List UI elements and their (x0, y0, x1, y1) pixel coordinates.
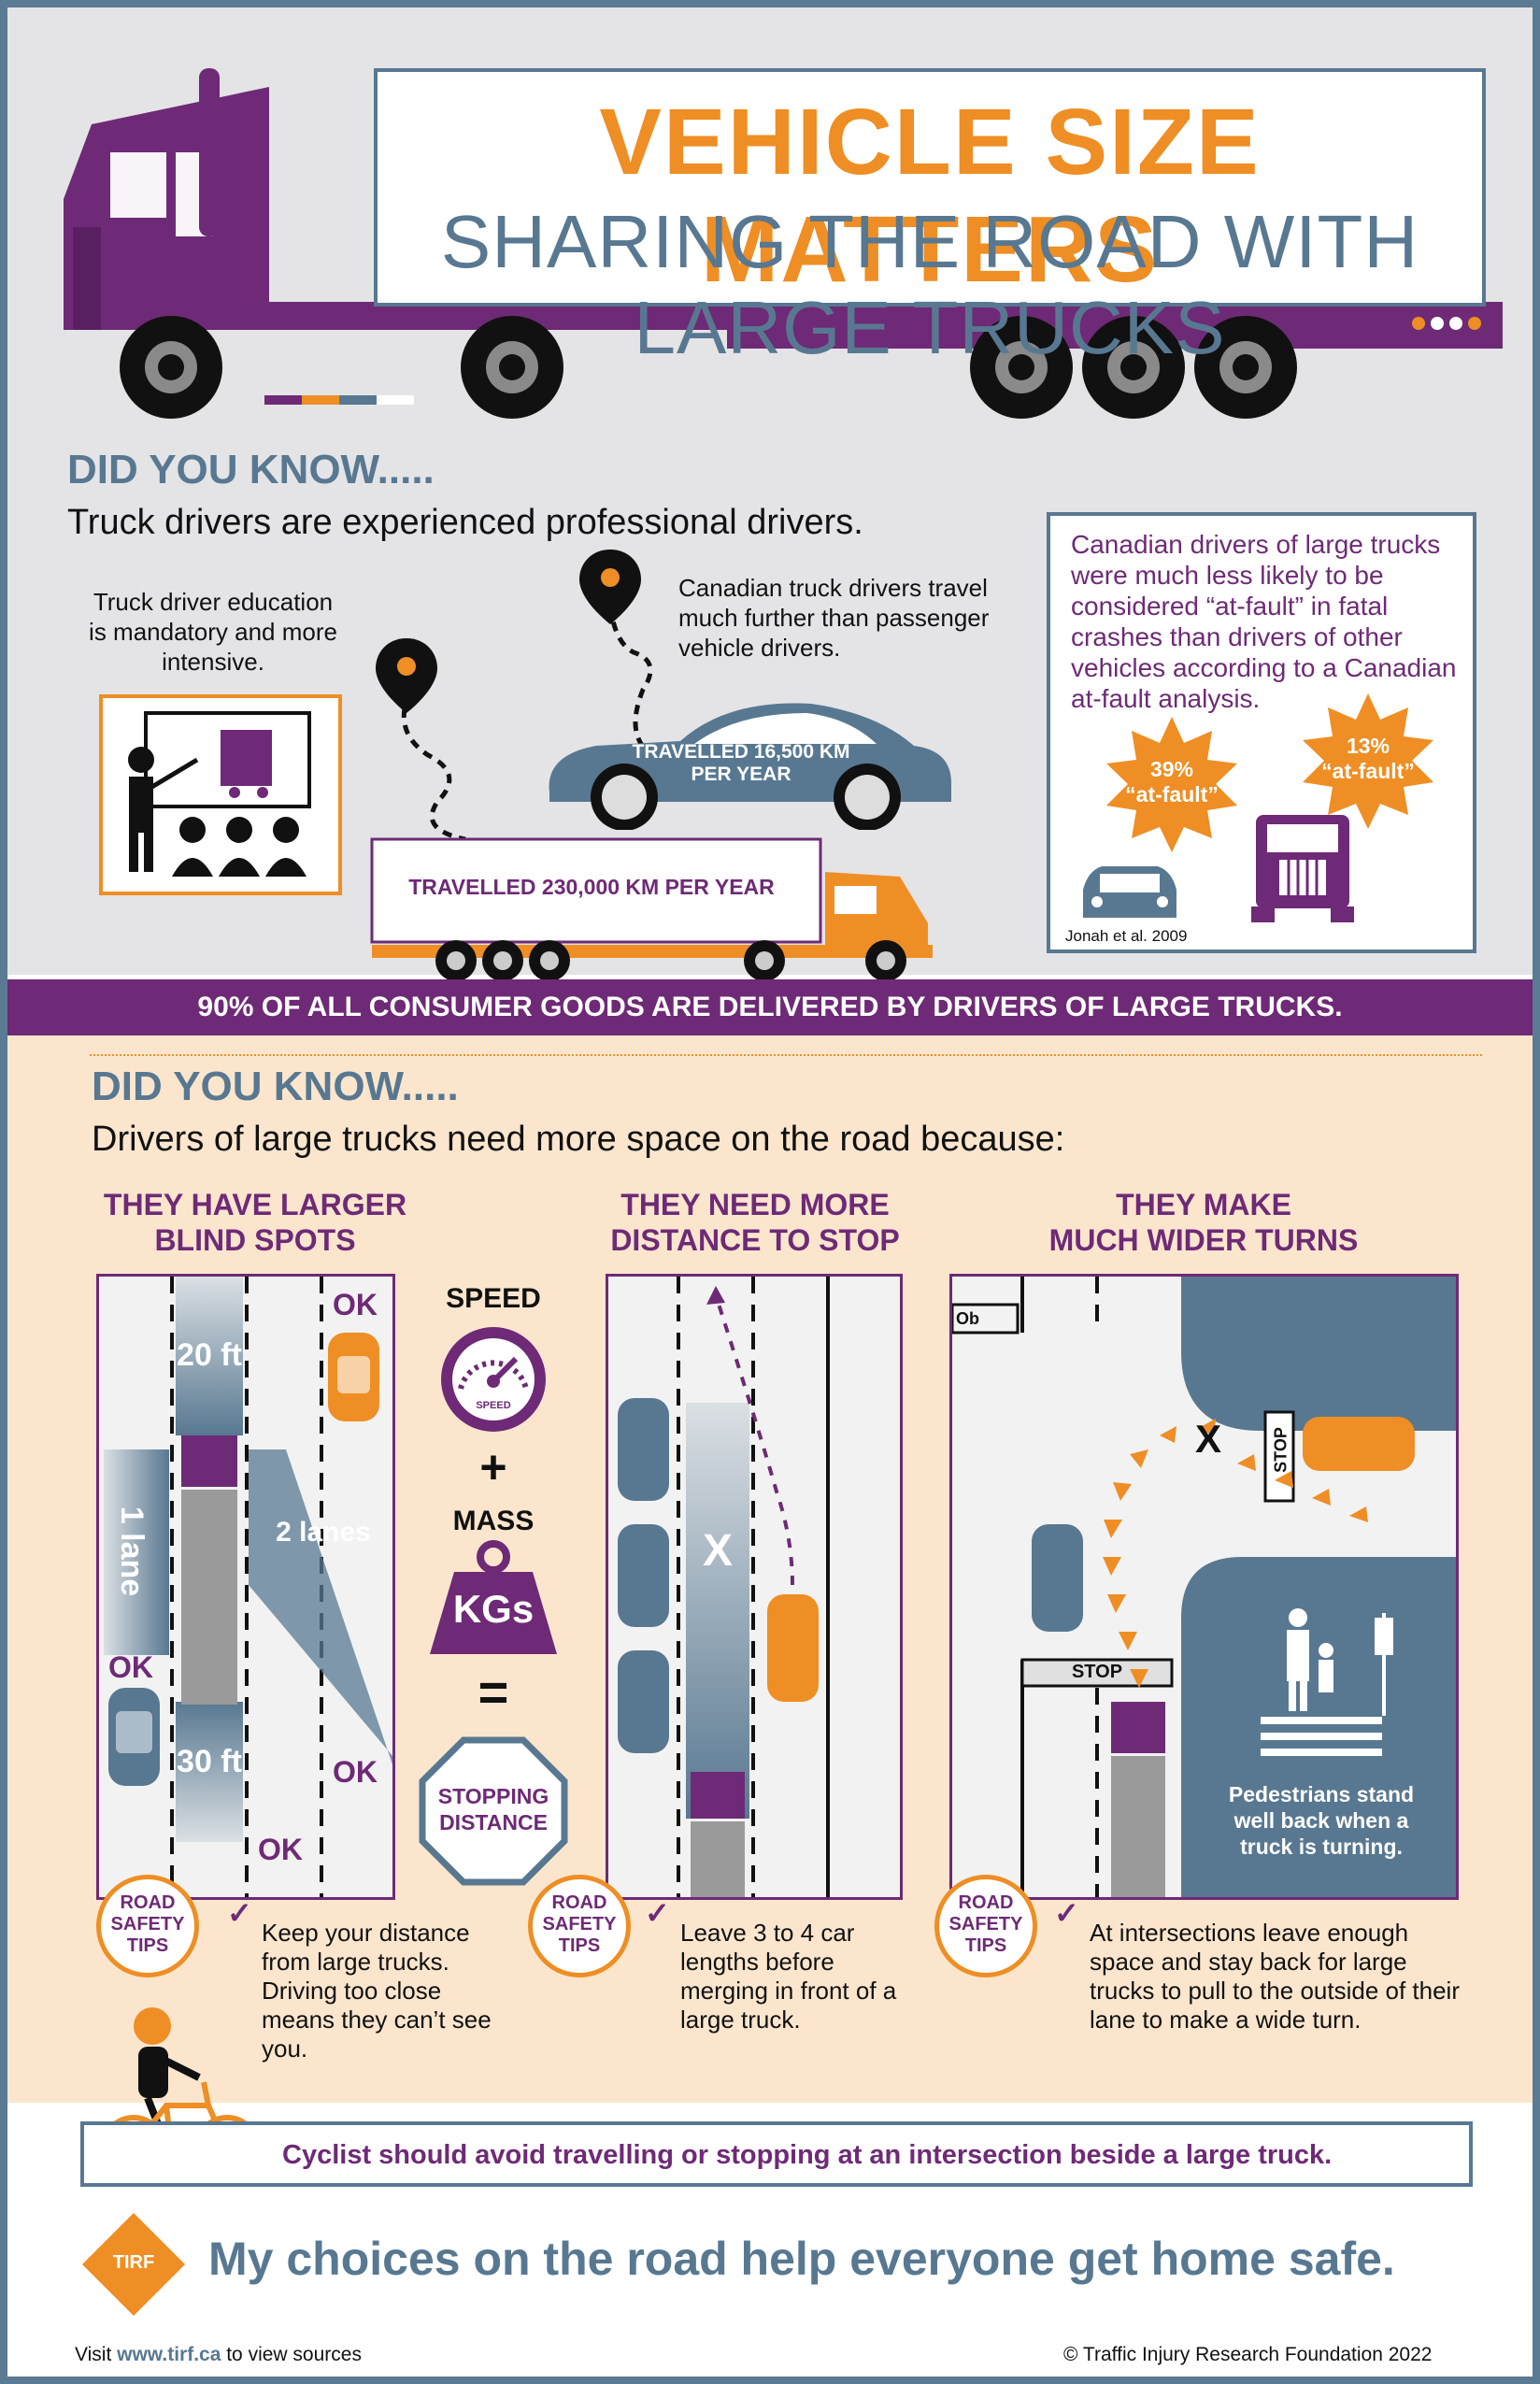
col3-title-line2: MUCH WIDER TURNS (1048, 1223, 1359, 1257)
stop-line-top: STOP (1271, 1427, 1290, 1473)
section2-divider (90, 1054, 1482, 1056)
col2-title: THEY NEED MORE DISTANCE TO STOP (578, 1187, 933, 1258)
section1-subheading: Truck drivers are experienced profession… (67, 503, 863, 542)
tips-line3: TIPS (126, 1935, 169, 1956)
truck-front-icon (1251, 815, 1354, 922)
orange-truck-illustration (370, 837, 933, 981)
check-icon: ✓ (227, 1896, 252, 1930)
equation-speed: SPEED (446, 1283, 541, 1314)
turn-x-mark: X (1195, 1417, 1222, 1461)
speedometer-icon (441, 1327, 546, 1432)
equation-equals: = (478, 1663, 509, 1721)
map-pin-icon (579, 550, 641, 624)
col3-title: THEY MAKE MUCH WIDER TURNS (1017, 1187, 1390, 1258)
fault-source: Jonah et al. 2009 (1065, 927, 1188, 945)
road-safety-tips-badge-1: ROAD SAFETY TIPS (96, 1875, 199, 1977)
tips-line3: TIPS (558, 1935, 601, 1956)
tips-line2: SAFETY (110, 1914, 185, 1934)
tip-wide-turns: At intersections leave enough space and … (1090, 1919, 1460, 2034)
tips-line2: SAFETY (542, 1914, 617, 1934)
stop-x-mark: X (702, 1526, 733, 1576)
col1-title-line2: BLIND SPOTS (154, 1223, 356, 1257)
page-subtitle: SHARING THE ROAD WITH LARGE TRUCKS (440, 200, 1419, 369)
section1-heading: DID YOU KNOW..... (67, 447, 435, 493)
equation-plus: + (479, 1441, 507, 1493)
visit-sources: Visit www.tirf.ca to view sources (75, 2344, 362, 2366)
gauge-label: SPEED (476, 1400, 511, 1411)
check-icon: ✓ (1054, 1896, 1079, 1930)
footer-slogan: My choices on the road help everyone get… (208, 2233, 1395, 2285)
kgs-label: KGs (452, 1587, 535, 1631)
rear-blind-spot: 30 ft (177, 1744, 242, 1779)
consumer-goods-banner: 90% OF ALL CONSUMER GOODS ARE DELIVERED … (7, 979, 1533, 1035)
road-safety-tips-badge-3: ROAD SAFETY TIPS (934, 1875, 1037, 1977)
car-front-icon (1083, 866, 1176, 918)
check-icon: ✓ (645, 1896, 670, 1930)
tirf-logo-text: TIRF (112, 2252, 155, 2273)
road-safety-tips-badge-2: ROAD SAFETY TIPS (528, 1875, 631, 1977)
classroom-icon (99, 694, 342, 895)
section2-subheading: Drivers of large trucks need more space … (92, 1120, 1065, 1159)
left-blind-spot: 1 lane (114, 1506, 150, 1597)
route-path-illustration (376, 550, 654, 842)
car-illustration (549, 703, 951, 830)
pedestrian-note: Pedestrians stand well back when a truck… (1228, 1782, 1415, 1859)
cyclist-note-box: Cyclist should avoid travelling or stopp… (80, 2121, 1473, 2187)
tips-line2: SAFETY (948, 1914, 1023, 1934)
visit-suffix: to view sources (221, 2344, 362, 2365)
page-title: VEHICLE SIZE MATTERS (599, 90, 1261, 302)
ok-label-1: OK (333, 1288, 378, 1321)
ok-label-2: OK (108, 1650, 153, 1684)
stopping-distance-label: STOPPING DISTANCE (419, 1783, 568, 1835)
blind-spot-diagram: OK OK OK OK 20 ft 30 ft 1 lane 2 lanes (96, 1274, 395, 1900)
visit-prefix: Visit (75, 2344, 118, 2365)
tips-line1: ROAD (551, 1892, 607, 1913)
tip-blind-spots: Keep your distance from large trucks. Dr… (262, 1919, 492, 2063)
car-fault-pct: 39% (1149, 757, 1194, 781)
at-fault-text: Canadian drivers of large trucks were mu… (1071, 530, 1457, 713)
truck-fault-pct: 13% (1346, 734, 1390, 758)
ok-label-3: OK (333, 1755, 378, 1789)
tip-stopping-distance: Leave 3 to 4 car lengths before merging … (680, 1919, 897, 2034)
truck-fault-label: “at-fault” (1321, 759, 1415, 783)
car-fault-label: “at-fault” (1125, 782, 1219, 807)
tirf-logo-icon (82, 2213, 185, 2316)
stopping-line2: DISTANCE (439, 1810, 548, 1834)
front-blind-spot: 20 ft (177, 1337, 242, 1373)
footer-slogan-box: TIRF My choices on the road help everyon… (54, 2204, 1482, 2325)
tirf-link[interactable]: www.tirf.ca (117, 2344, 221, 2365)
section2-heading: DID YOU KNOW..... (92, 1064, 459, 1109)
stopping-distance-diagram: X (606, 1274, 903, 1900)
weight-icon (430, 1540, 557, 1654)
ok-label-4: OK (258, 1833, 303, 1866)
stopping-line1: STOPPING (437, 1784, 549, 1808)
car-starburst-icon (1106, 717, 1237, 852)
right-blind-spot: 2 lanes (276, 1517, 371, 1548)
copyright: © Traffic Injury Research Foundation 202… (1063, 2344, 1433, 2365)
truck-distance-label: TRAVELLED 230,000 KM PER YEAR (408, 875, 775, 899)
stop-line-bottom: STOP (1071, 1662, 1123, 1682)
col2-title-line1: THEY NEED MORE (620, 1188, 890, 1221)
equation-mass: MASS (452, 1506, 535, 1536)
col1-title-line1: THEY HAVE LARGER (103, 1188, 407, 1221)
col3-title-line1: THEY MAKE (1116, 1188, 1291, 1221)
car-distance-label: TRAVELLED 16,500 KM PER YEAR (632, 741, 850, 785)
travel-note: Canadian truck drivers travel much furth… (678, 574, 990, 662)
tips-line1: ROAD (120, 1892, 176, 1913)
truck-starburst-icon (1303, 693, 1433, 829)
tips-line3: TIPS (964, 1935, 1007, 1956)
wide-turn-diagram: Ob X STOP STOP Pedestrians stand well ba… (949, 1274, 1459, 1900)
ob-label: Ob (956, 1309, 979, 1328)
education-note: Truck driver education is mandatory and … (89, 588, 337, 676)
col2-title-line2: DISTANCE TO STOP (610, 1223, 900, 1257)
col1-title: THEY HAVE LARGER BLIND SPOTS (64, 1187, 447, 1258)
tips-line1: ROAD (958, 1892, 1014, 1913)
stop-sign-icon (419, 1736, 568, 1886)
hero-truck-illustration (64, 68, 1503, 419)
at-fault-box: Canadian drivers of large trucks were mu… (1047, 512, 1476, 953)
title-box: VEHICLE SIZE MATTERS SHARING THE ROAD WI… (374, 68, 1486, 369)
cyclist-note: Cyclist should avoid travelling or stopp… (282, 2140, 1333, 2170)
